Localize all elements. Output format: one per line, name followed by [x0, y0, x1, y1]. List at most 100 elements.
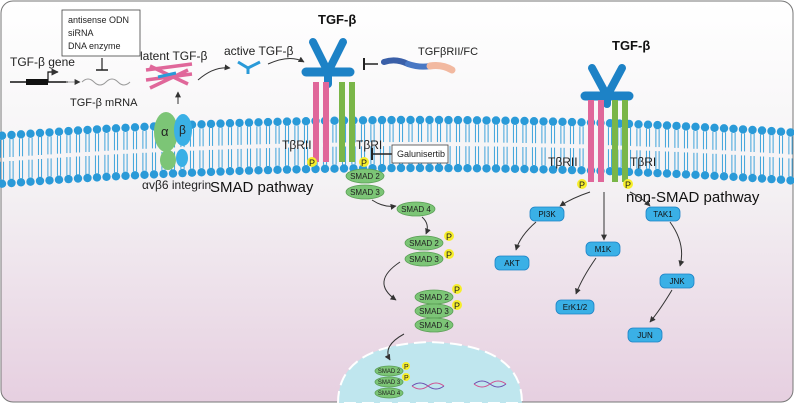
- membrane-head-outer: [140, 122, 149, 131]
- tgfbrii-fc-label: TGFβRII/FC: [418, 46, 478, 58]
- membrane-head-outer: [83, 125, 92, 135]
- integrin-group: α β αvβ6 integrin: [142, 112, 211, 192]
- membrane-head-inner: [776, 175, 786, 184]
- membrane-head-outer: [35, 128, 45, 138]
- membrane-head-inner: [415, 163, 425, 173]
- membrane-head-inner: [472, 164, 482, 173]
- phospho-circle: [623, 179, 633, 189]
- membrane-head-inner: [738, 173, 748, 182]
- membrane-head-inner: [434, 163, 444, 173]
- dna-strand: [411, 382, 445, 390]
- smad3-label: SMAD 3: [350, 188, 380, 197]
- membrane-head-inner: [700, 171, 710, 180]
- membrane-head-outer: [482, 116, 491, 125]
- tbr2-bar: [588, 100, 594, 182]
- tbr2-bar: [313, 82, 319, 162]
- membrane-head-outer: [681, 122, 691, 131]
- membrane-head-outer: [244, 118, 254, 127]
- jun-label: JUN: [637, 331, 653, 340]
- tbr2-bar: [598, 100, 604, 182]
- binding-arrow: [267, 56, 305, 65]
- membrane-head-inner: [510, 164, 520, 173]
- m1k-node: [585, 241, 621, 257]
- tbr1-label-left: TβRI: [356, 138, 382, 152]
- membrane-head-inner: [463, 164, 472, 173]
- phospho-circle: [452, 284, 462, 294]
- nuclear-entry-arrow: [384, 333, 405, 361]
- membrane-head-inner: [244, 166, 254, 175]
- integrin-alpha-tail: [160, 150, 176, 170]
- membrane-head-inner: [0, 179, 7, 188]
- kinase-arrow: [629, 191, 651, 207]
- erk-label: ErK1/2: [563, 303, 588, 312]
- membrane-head-inner: [719, 172, 729, 181]
- non-smad-cascade: PI3K AKT M1K ErK1/2 TAK1 JNK JUN: [494, 191, 695, 343]
- akt-node: [494, 255, 530, 271]
- membrane-head-outer: [102, 124, 111, 133]
- phospho-circle: [444, 231, 454, 241]
- membrane-head-inner: [206, 167, 216, 177]
- membrane-head-inner: [444, 163, 453, 173]
- transcription-start-arrow: [47, 68, 59, 82]
- dna-strand: [473, 380, 507, 388]
- membrane-head-inner: [92, 173, 102, 182]
- smad2-nuclear: [374, 365, 404, 377]
- membrane-head-inner: [282, 165, 292, 174]
- nucleus: [336, 340, 524, 403]
- membrane-head-outer: [767, 126, 776, 136]
- membrane-head-outer: [548, 117, 558, 126]
- membrane-head-outer: [738, 125, 748, 134]
- membrane-head-outer: [197, 120, 206, 129]
- phospho-label: P: [404, 375, 409, 382]
- phospho-circle: [359, 157, 369, 167]
- membrane-head-outer: [292, 117, 301, 126]
- membrane-head-inner: [130, 171, 140, 180]
- membrane-head-inner: [73, 174, 83, 183]
- membrane-head-inner: [330, 164, 339, 173]
- tbr1-label-right: TβRI: [630, 155, 656, 169]
- tgfb-gene-label: TGF-β gene: [10, 55, 75, 69]
- pi3k-node: [529, 206, 565, 222]
- membrane-head-inner: [254, 166, 263, 175]
- inhibitor-box-frame: [61, 9, 141, 57]
- smad4-nuclear: [374, 387, 404, 399]
- membrane-head-inner: [653, 168, 662, 178]
- galunisertib-box: [391, 144, 449, 164]
- phospho-label: P: [625, 180, 631, 190]
- smad3-label: SMAD 3: [378, 380, 401, 386]
- activation-arrow: [197, 64, 231, 81]
- membrane-head-inner: [320, 164, 330, 173]
- phospho-label: P: [454, 301, 460, 311]
- smad3-node: [404, 251, 444, 267]
- membrane-head-inner: [263, 165, 273, 175]
- membrane-head-outer: [643, 120, 653, 129]
- membrane-head-outer: [387, 115, 396, 125]
- membrane-head-inner: [140, 170, 149, 179]
- pi3k-label: PI3K: [538, 210, 556, 219]
- smad-cascade: SMAD 2 SMAD 3 SMAD 4 SMAD 2 P SMAD 3 P S…: [345, 168, 507, 399]
- membrane-head-inner: [159, 169, 168, 179]
- membrane-head-inner: [757, 174, 767, 183]
- membrane-head-inner: [121, 171, 130, 180]
- latent-core-shape: [157, 71, 177, 79]
- membrane-head-outer: [700, 123, 710, 132]
- inhibitor-item: DNA enzyme: [68, 41, 121, 51]
- tgfb-ligand-left: TGF-β: [301, 12, 356, 88]
- kinase-arrow: [514, 221, 537, 251]
- smad2-node: [404, 235, 444, 251]
- membrane-head-outer: [273, 117, 282, 127]
- membrane-head-outer: [26, 129, 35, 138]
- membrane-head-outer: [434, 115, 444, 125]
- phospho-label: P: [454, 285, 460, 295]
- membrane-head-inner: [339, 164, 349, 173]
- membrane-head-outer: [501, 116, 510, 125]
- kinase-arrow: [649, 289, 673, 323]
- tbr2-label-left: TβRII: [282, 138, 312, 152]
- membrane-head-inner: [311, 164, 320, 174]
- smad2-node: [345, 168, 385, 184]
- membrane-head-outer: [0, 131, 7, 140]
- membrane-head-inner: [64, 174, 73, 184]
- membrane-head-outer: [235, 118, 244, 128]
- smad-arrow: [421, 216, 431, 235]
- alpha-label: α: [161, 124, 169, 139]
